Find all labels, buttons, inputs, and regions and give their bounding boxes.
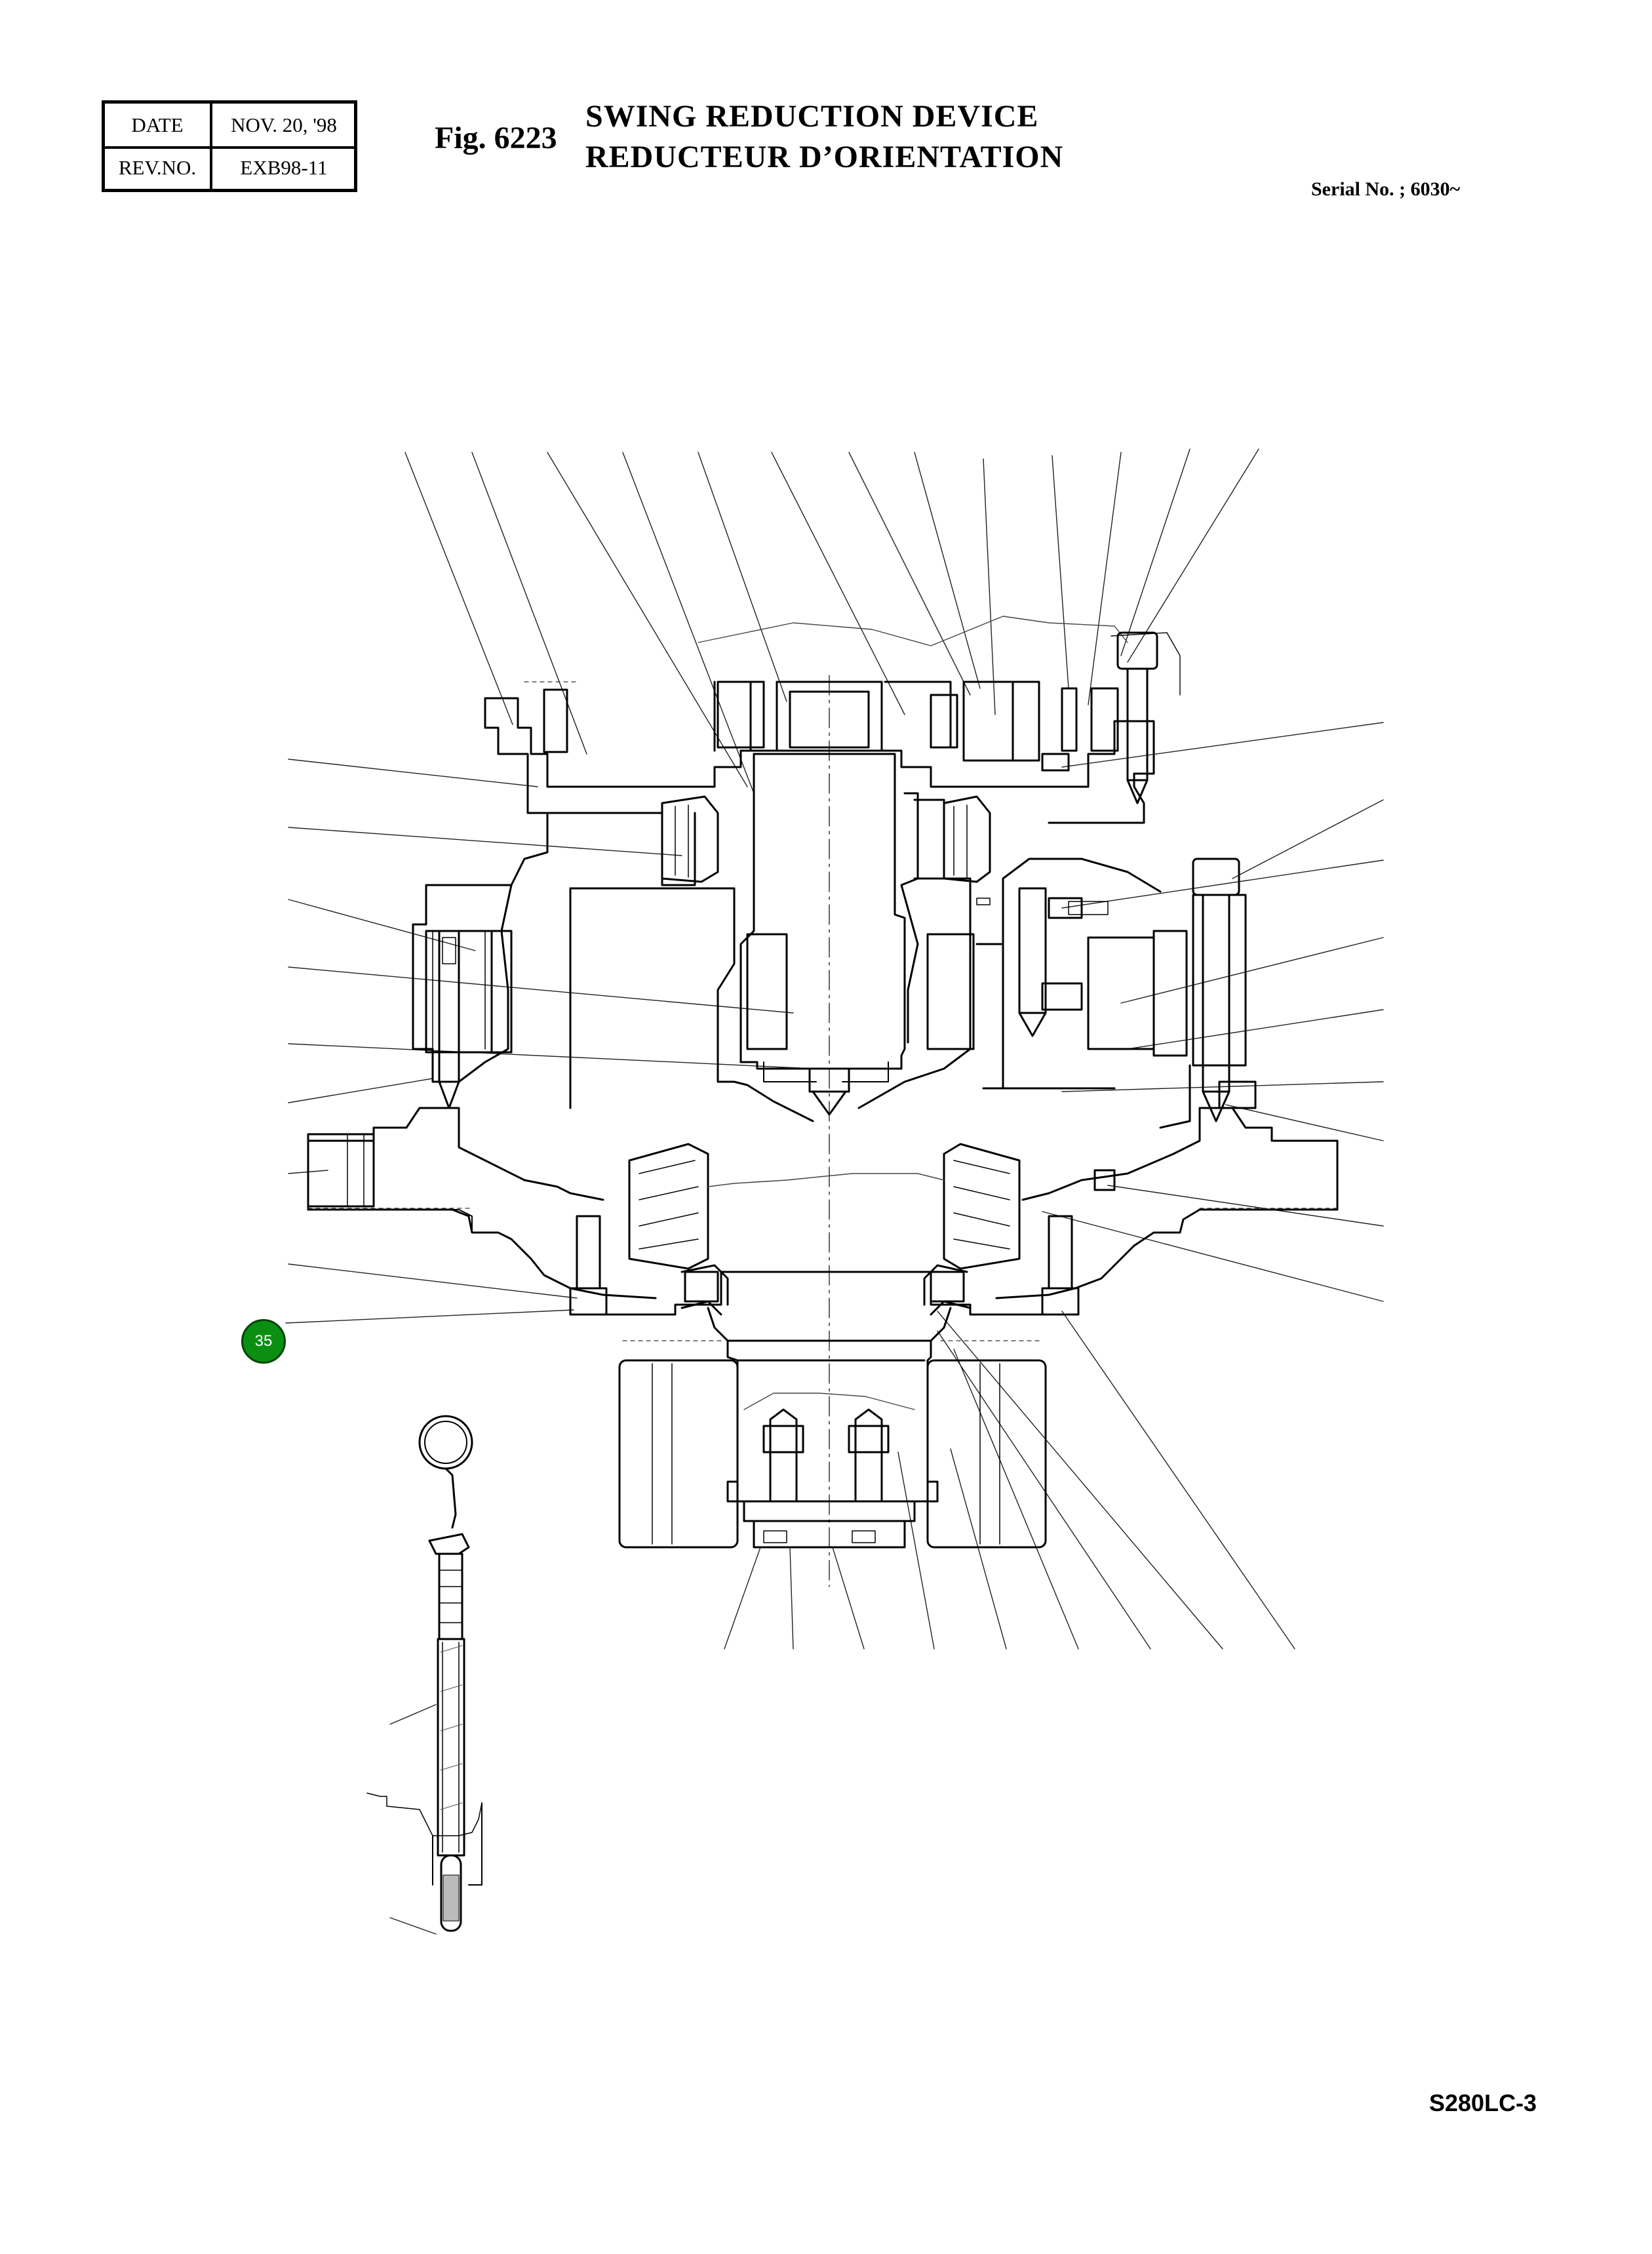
revision-label: REV.NO. (105, 146, 212, 189)
inner-housing (569, 792, 1162, 1122)
reference-lines (307, 681, 1338, 1341)
dipstick (366, 1415, 482, 1932)
serial-number: Serial No. ; 6030~ (1311, 178, 1461, 200)
right-planet-gear (976, 887, 1188, 1057)
part-callout-35[interactable]: 35 (241, 1319, 286, 1364)
date-value: NOV. 20, '98 (231, 113, 337, 136)
leader-lines-left (285, 759, 814, 1324)
leader-lines-top (404, 448, 1259, 794)
lower-bearings (628, 1143, 1021, 1270)
leader-lines-bottom (389, 1311, 1295, 1935)
date-label: DATE (105, 104, 212, 146)
top-bolt (1111, 631, 1181, 804)
model-number: S280LC-3 (1429, 2089, 1537, 2116)
revision-row: REV.NO. EXB98-11 (105, 146, 354, 189)
revision-box: DATE NOV. 20, '98 REV.NO. EXB98-11 (102, 100, 357, 192)
upper-housing (412, 616, 1155, 1083)
pinion-gear (618, 1359, 1047, 1549)
title-french: REDUCTEUR D’ORIENTATION (585, 140, 1064, 174)
right-side-bolt (1159, 858, 1257, 1129)
lower-housing (307, 1107, 1339, 1299)
lower-studs (569, 1215, 1080, 1316)
leader-lines-right (1042, 722, 1384, 1302)
date-row: DATE NOV. 20, '98 (105, 104, 354, 149)
figure-number: Fig. 6223 (435, 121, 557, 155)
upper-bearings (661, 795, 991, 1050)
callout-number: 35 (254, 1332, 273, 1350)
output-flange (602, 1264, 1057, 1503)
main-shaft (739, 753, 906, 1116)
left-planet-gear (425, 930, 513, 1109)
end-cap (743, 1393, 916, 1549)
title-english: SWING REDUCTION DEVICE (585, 99, 1039, 134)
revision-value: EXB98-11 (240, 155, 328, 179)
